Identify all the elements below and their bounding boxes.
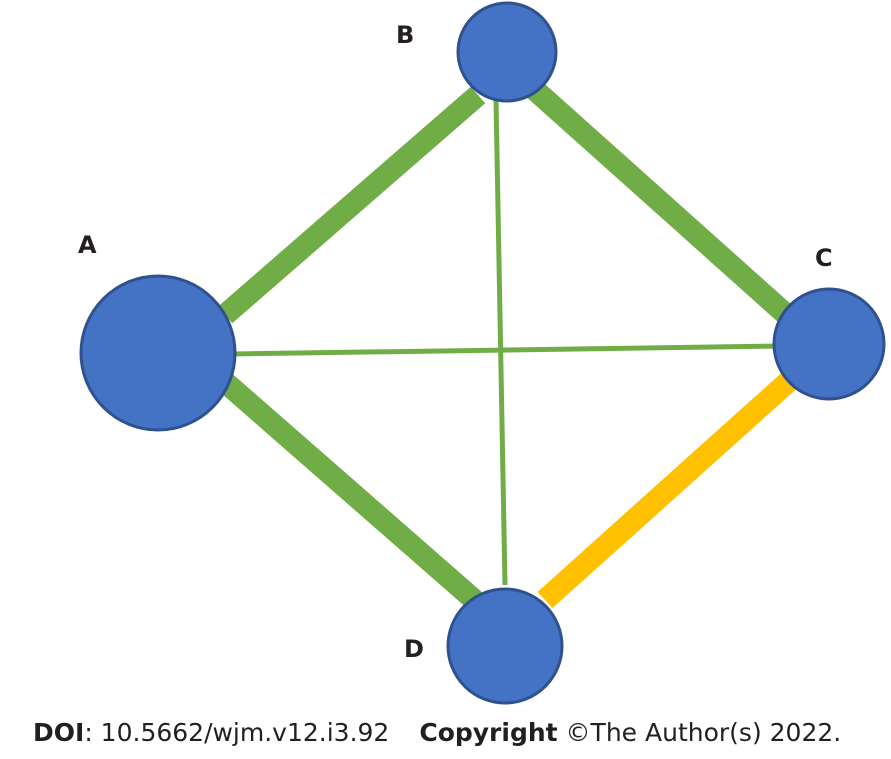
edge-a-d	[217, 373, 488, 614]
edge-b-c	[527, 81, 798, 327]
node-d	[446, 587, 564, 705]
edge-b-d	[493, 99, 508, 586]
copyright-label: Copyright	[419, 718, 558, 747]
edge-c-d	[537, 371, 798, 609]
node-label-b: B	[396, 21, 414, 49]
edge-a-c	[231, 343, 781, 357]
node-b	[456, 1, 558, 103]
citation-footer: DOI: 10.5662/wjm.v12.i3.92 Copyright ©The…	[33, 718, 841, 747]
node-a	[79, 274, 237, 432]
node-label-c: C	[815, 244, 833, 272]
node-c	[772, 287, 886, 401]
node-label-d: D	[404, 635, 424, 663]
node-label-a: A	[78, 231, 97, 259]
copyright-value: ©The Author(s) 2022.	[557, 718, 842, 747]
doi-value: : 10.5662/wjm.v12.i3.92	[84, 718, 390, 747]
edge-a-b	[217, 86, 486, 324]
doi-label: DOI	[33, 718, 85, 747]
